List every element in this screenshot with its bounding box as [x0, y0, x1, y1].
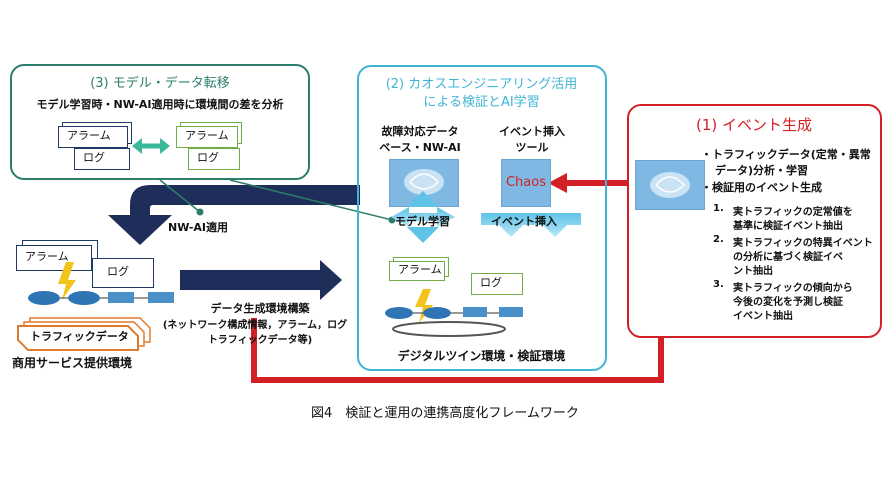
model-learning-label: モデル学習 — [395, 215, 450, 228]
twin-network-devices — [385, 289, 523, 337]
event-to-chaos-arrowhead — [548, 173, 567, 193]
box2-title-line1: (2) カオスエンジニアリング活用 — [385, 77, 578, 92]
traffic-data-label: トラフィックデータ — [30, 330, 129, 343]
tool-label-line2: ツール — [515, 141, 549, 154]
log-doc-label: ログ — [83, 151, 105, 164]
alarm-doc-green: アラーム — [176, 126, 238, 148]
data-gen-line1: データ生成環境構築 — [210, 302, 310, 315]
transfer-arrow — [132, 138, 170, 154]
db-label-line2: ベース・NW-AI — [379, 141, 461, 154]
commercial-env-label: 商用サービス提供環境 — [12, 356, 133, 370]
twin-alarm-doc: アラーム — [389, 261, 445, 281]
chaos-engineering-box: (2) カオスエンジニアリング活用 による検証とAI学習 故障対応データ ベース… — [357, 65, 607, 371]
data-gen-line2: (ネットワーク構成情報，アラーム，ログ — [162, 320, 348, 331]
item3-line1: 実トラフィックの傾向から — [733, 283, 853, 294]
data-gen-line3: トラフィックデータ等) — [207, 335, 313, 346]
log-doc-navy: ログ — [74, 148, 130, 170]
box2-title-line2: による検証とAI学習 — [423, 95, 540, 110]
bullet1-line1: ・トラフィックデータ(定常・異常 — [701, 148, 871, 161]
box2-footer: デジタルツイン環境・検証環境 — [397, 349, 566, 363]
bullet1-line2: データ)分析・学習 — [715, 164, 809, 177]
alarm-doc-label: アラーム — [67, 129, 111, 142]
event-generation-box: (1) イベント生成 ・トラフィックデータ(定常・異常 データ)分析・学習 ・検… — [627, 104, 882, 338]
box1-title: (1) イベント生成 — [695, 116, 813, 134]
figure-caption: 図4 検証と運用の連携高度化フレームワーク — [311, 406, 579, 421]
db-label-line1: 故障対応データ — [381, 125, 459, 138]
learning-arrows — [391, 191, 581, 243]
chaos-label: Chaos — [505, 175, 546, 190]
log-doc-green: ログ — [188, 148, 240, 170]
item2-line2: の分析に基づく検証イベ — [733, 252, 843, 263]
commercial-alarm-label: アラーム — [25, 250, 69, 263]
nwai-apply-arrow — [108, 185, 360, 245]
twin-log-label: ログ — [480, 276, 502, 289]
model-data-transfer-box: (3) モデル・データ転移 モデル学習時・NW-AI適用時に環境間の差を分析 ア… — [10, 64, 310, 180]
box3-title: (3) モデル・データ転移 — [90, 76, 230, 91]
commercial-alarm-doc: アラーム — [16, 245, 92, 271]
item3-line3: イベント抽出 — [733, 311, 793, 322]
item1-line1: 実トラフィックの定常値を — [733, 207, 853, 218]
chaos-tool-image: Chaos — [501, 159, 551, 207]
box3-subtitle: モデル学習時・NW-AI適用時に環境間の差を分析 — [36, 98, 284, 111]
twin-alarm-label: アラーム — [398, 263, 442, 276]
tool-label-line1: イベント挿入 — [499, 125, 565, 138]
item2-line3: ント抽出 — [733, 266, 773, 277]
item2-num: 2. — [713, 234, 724, 245]
twin-log-doc: ログ — [471, 273, 523, 295]
event-ai-image — [635, 160, 705, 210]
item1-line2: 基準に検証イベント抽出 — [733, 221, 843, 232]
nwai-apply-label: NW-AI適用 — [168, 221, 229, 234]
log-doc-green-label: ログ — [197, 151, 219, 164]
alarm-doc-navy: アラーム — [58, 126, 128, 148]
data-gen-arrow — [180, 260, 342, 300]
item3-num: 3. — [713, 279, 724, 290]
item1-num: 1. — [713, 203, 724, 214]
commercial-log-doc: ログ — [92, 258, 154, 288]
commercial-log-label: ログ — [107, 265, 129, 278]
ai-brain-image — [389, 159, 459, 207]
event-insert-label: イベント挿入 — [491, 215, 557, 228]
bullet2: ・検証用のイベント生成 — [701, 181, 822, 194]
alarm-doc-green-label: アラーム — [185, 129, 229, 142]
item3-line2: 今後の変化を予測し検証 — [733, 297, 843, 308]
item2-line1: 実トラフィックの特異イベント — [733, 238, 873, 249]
